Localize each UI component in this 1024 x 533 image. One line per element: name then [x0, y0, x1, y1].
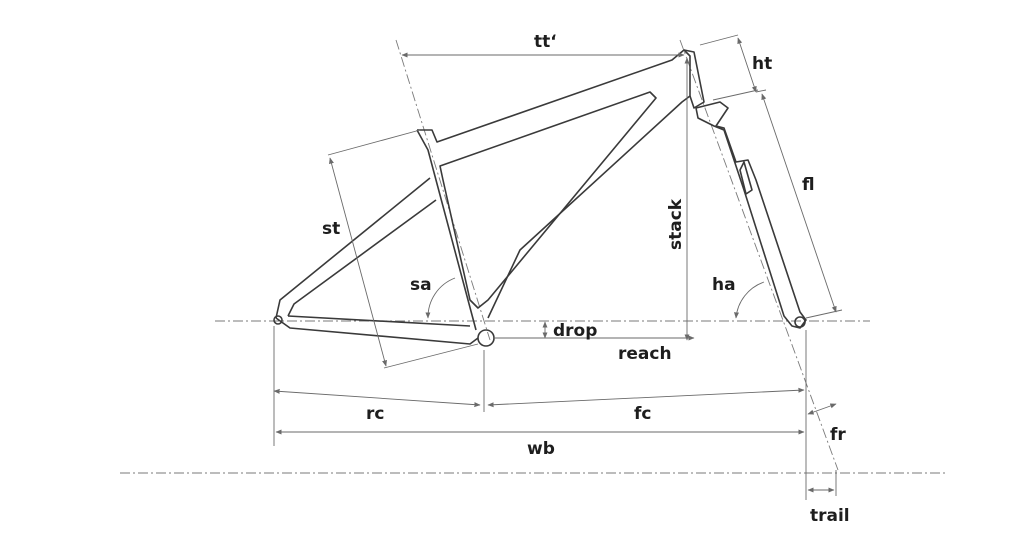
- front-axle: [794, 316, 806, 328]
- bike-frame: [273, 49, 705, 347]
- top-tube: [417, 49, 691, 319]
- rear-dropout: [273, 315, 283, 325]
- seat-stay: [275, 177, 437, 319]
- steering-axis: [679, 39, 839, 471]
- dimension-lines: [273, 34, 843, 500]
- label-wb: wb: [527, 439, 555, 459]
- label-reach: reach: [618, 344, 672, 364]
- bottom-bracket: [477, 329, 495, 347]
- rc-dimension: [273, 388, 481, 408]
- label-stack: stack: [666, 198, 686, 250]
- ht-dimension: [737, 37, 757, 93]
- seat-tube-axis: [395, 39, 491, 341]
- sa-arc: [425, 277, 456, 319]
- label-tt: tt‘: [534, 32, 557, 52]
- label-ht: ht: [752, 54, 772, 74]
- label-ha: ha: [712, 275, 736, 295]
- label-trail: trail: [810, 506, 850, 526]
- label-rc: rc: [366, 404, 384, 424]
- head-tube: [683, 49, 705, 109]
- st-dimension: [329, 157, 387, 367]
- label-sa: sa: [410, 275, 432, 295]
- chain-stay: [275, 315, 479, 345]
- down-tube: [439, 91, 657, 309]
- label-fr: fr: [830, 425, 846, 445]
- dimension-labels: tt‘ ht fl st stack sa ha drop reach rc f…: [322, 32, 850, 526]
- fr-dimension: [807, 403, 837, 415]
- label-fc: fc: [634, 404, 651, 424]
- suspension-fork: [695, 101, 807, 329]
- label-st: st: [322, 219, 340, 239]
- fc-dimension: [487, 387, 805, 408]
- ha-arc: [733, 281, 765, 319]
- reference-lines: [120, 39, 945, 474]
- seat-tube: [416, 129, 477, 331]
- label-drop: drop: [553, 321, 597, 341]
- label-fl: fl: [802, 175, 815, 195]
- fl-dimension: [761, 93, 837, 313]
